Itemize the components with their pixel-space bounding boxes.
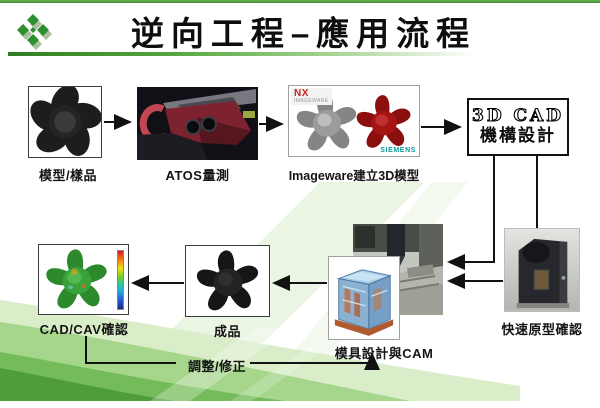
page-title: 逆向工程–應用流程 — [130, 15, 477, 52]
swoosh-darkest — [0, 368, 175, 401]
rapid-prototype-image — [504, 228, 580, 312]
top-green-bar — [0, 0, 600, 3]
deviation-colorbar — [117, 250, 124, 310]
mold-block-icon — [329, 257, 399, 339]
cad-design-box: 3D CAD 機構設計 — [467, 98, 569, 156]
printer-machine-icon — [505, 229, 579, 311]
model-sample-label: 模型/樣品 — [38, 168, 98, 183]
rapid-prototype-label: 快速原型確認 — [501, 322, 583, 337]
black-impeller-icon — [191, 248, 265, 314]
finished-product-label: 成品 — [213, 324, 241, 339]
nx-logo: NX IMAGEWARE — [291, 88, 332, 105]
nx-logo-text: NX — [294, 88, 309, 99]
mold-design-image — [328, 256, 400, 340]
line-feedback-left — [85, 336, 176, 364]
imageware-logo-text: IMAGEWARE — [294, 98, 329, 104]
cad-box-line2: 機構設計 — [480, 126, 556, 146]
swoosh-streak-2 — [230, 332, 348, 401]
arrow-feedback-to-mold — [250, 352, 380, 370]
imageware-label: Imageware建立3D模型 — [288, 169, 420, 183]
diamond-logo-icon — [17, 14, 52, 50]
swoosh-streak — [150, 328, 292, 401]
atos-scanner-image — [137, 87, 258, 160]
red-impeller-icon — [355, 93, 413, 151]
model-sample-image — [28, 86, 102, 158]
black-fan-icon — [30, 87, 101, 156]
imageware-models-image: NX IMAGEWARE SIEMENS — [288, 85, 420, 157]
line-cad-to-mold — [447, 153, 495, 270]
finished-product-image — [185, 245, 270, 317]
cadcav-comparison-image — [38, 244, 129, 315]
siemens-logo: SIEMENS — [380, 147, 416, 154]
atos-label: ATOS量測 — [165, 168, 230, 183]
cad-box-line1: 3D CAD — [471, 106, 564, 127]
mold-cam-label: 模具設計與CAM — [334, 346, 434, 361]
title-divider — [8, 52, 478, 56]
cadcav-label: CAD/CAV確認 — [39, 322, 129, 337]
scanner-photo-icon — [137, 87, 258, 160]
feedback-label: 調整/修正 — [187, 359, 247, 374]
green-impeller-icon — [41, 247, 113, 312]
